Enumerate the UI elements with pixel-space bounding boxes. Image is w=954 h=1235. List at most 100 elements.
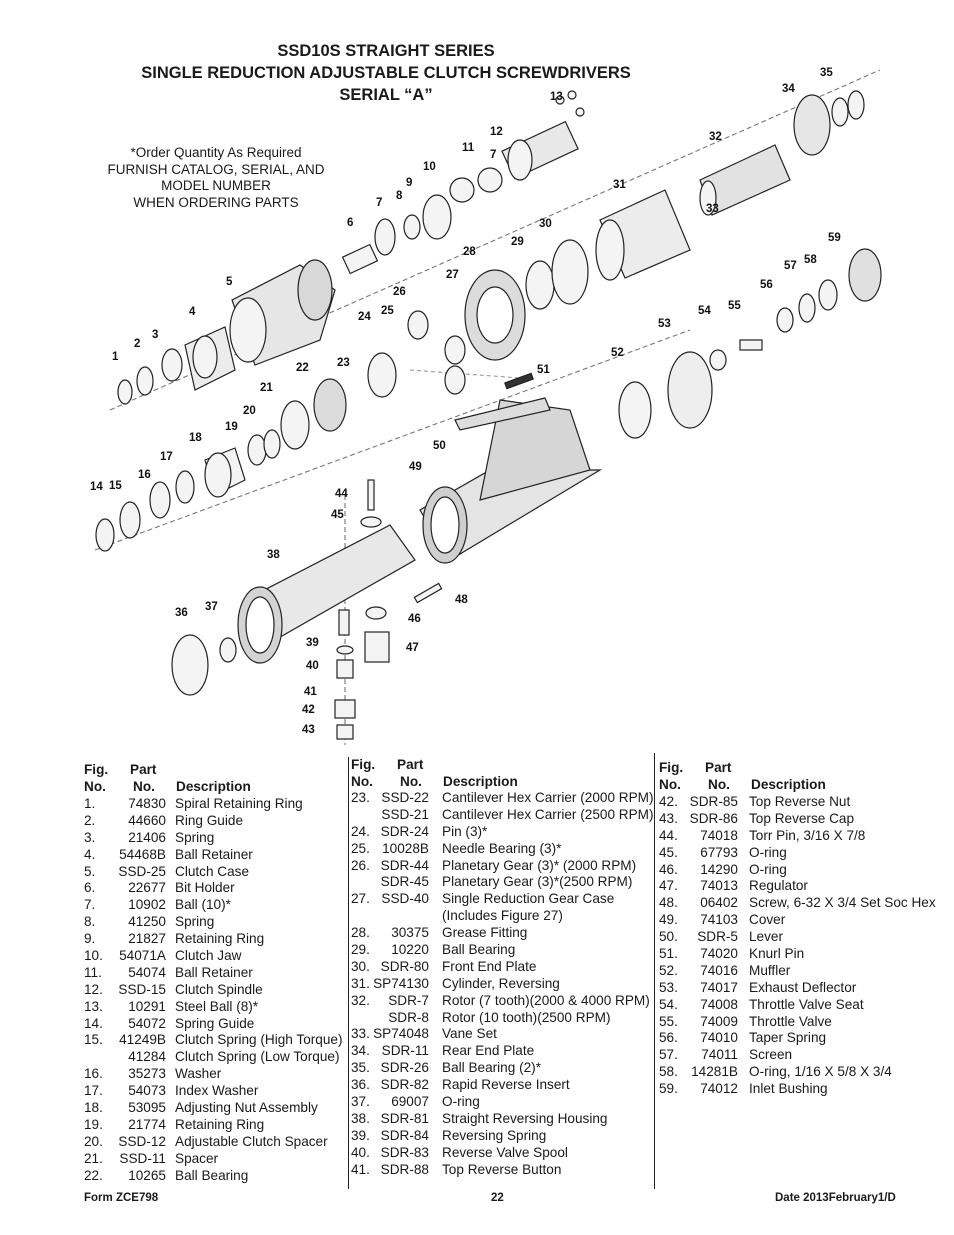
part-description: Vane Set	[442, 1026, 497, 1042]
part-description: Taper Spring	[749, 1030, 827, 1046]
callout: 50	[433, 440, 446, 452]
callout: 41	[304, 686, 317, 698]
header-part: Part	[130, 762, 157, 777]
part-number: 10291	[128, 998, 166, 1014]
part-description: Rear End Plate	[442, 1043, 535, 1059]
part-description: Inlet Bushing	[749, 1081, 828, 1097]
part-number: 54074	[128, 964, 166, 980]
fig-number: 43.	[659, 810, 678, 826]
fig-number: 28.	[351, 925, 370, 941]
note-line-4: WHEN ORDERING PARTS	[133, 194, 299, 210]
callout: 18	[189, 432, 202, 444]
part-number: SSD-21	[381, 806, 429, 822]
column-header: Fig. No. Part No. Description	[84, 762, 344, 796]
part-description: Steel Ball (8)*	[175, 998, 259, 1014]
part-number: 67793	[700, 844, 738, 860]
part-number: 74013	[700, 878, 738, 894]
note-line-2: FURNISH CATALOG, SERIAL, AND	[107, 161, 325, 177]
fig-number: 51.	[659, 946, 678, 962]
part-description: Throttle Valve	[749, 1013, 832, 1029]
table-row: (Includes Figure 27)	[351, 908, 651, 925]
callout: 23	[337, 357, 350, 369]
callout: 17	[160, 451, 173, 463]
part-description: Ball (10)*	[175, 897, 231, 913]
fig-number: 26.	[351, 857, 370, 873]
header-fig: Fig.	[351, 757, 376, 772]
fig-number: 9.	[84, 931, 96, 947]
part-description: Spring	[175, 829, 215, 845]
fig-number: 58.	[659, 1064, 678, 1080]
part-number: SSD-11	[119, 1150, 166, 1166]
part-number: 54071A	[119, 948, 166, 964]
part-number: SDR-7	[388, 992, 429, 1008]
part-number: 74010	[700, 1030, 738, 1046]
callout: 2	[134, 338, 140, 350]
part-description: Lever	[749, 929, 784, 945]
callout: 1	[112, 351, 119, 363]
header-description: Description	[443, 774, 518, 789]
header-no: No.	[84, 779, 106, 794]
fig-number: 35.	[351, 1060, 370, 1076]
fig-number: 41.	[351, 1161, 370, 1177]
title-line-2: SINGLE REDUCTION ADJUSTABLE CLUTCH SCREW…	[141, 64, 631, 82]
part-description: O-ring, 1/16 X 5/8 X 3/4	[749, 1064, 892, 1080]
note-line-3: MODEL NUMBER	[161, 178, 271, 193]
part-number: 14281B	[691, 1064, 738, 1080]
part-description: Index Washer	[175, 1083, 259, 1099]
part-description: Adjusting Nut Assembly	[175, 1100, 318, 1116]
part-number: 06402	[700, 895, 738, 911]
part-description: Spiral Retaining Ring	[175, 796, 303, 811]
note-line-1: *Order Quantity As Required	[130, 145, 302, 160]
fig-number: 18.	[84, 1100, 103, 1116]
part-number: SDR-85	[689, 794, 738, 809]
callout: 31	[613, 179, 626, 191]
callout: 12	[490, 126, 503, 138]
part-description: Cylinder, Reversing	[442, 975, 560, 991]
part-number: SDR-44	[380, 857, 429, 873]
part-number: 10220	[391, 942, 429, 958]
column-divider	[348, 757, 349, 1189]
part-number: SDR-24	[380, 823, 429, 839]
title-line-3: SERIAL “A”	[339, 86, 433, 104]
part-number: 41284	[128, 1049, 166, 1065]
part-number: 44660	[128, 812, 166, 828]
part-description: Planetary Gear (3)*(2500 RPM)	[442, 874, 633, 890]
part-description: Pin (3)*	[442, 823, 488, 839]
part-description: Ball Bearing	[442, 942, 516, 958]
part-number: 74018	[700, 827, 738, 843]
part-description: Ball Retainer	[175, 846, 253, 862]
part-description: Spring	[175, 914, 215, 930]
fig-number: 20.	[84, 1133, 103, 1149]
callout: 35	[820, 67, 833, 79]
callout: 54	[698, 305, 711, 317]
callout: 32	[709, 131, 722, 143]
part-description: Top Reverse Button	[442, 1161, 562, 1177]
callout: 15	[109, 480, 122, 492]
part-description: Planetary Gear (3)* (2000 RPM)	[442, 857, 637, 873]
part-number: SSD-22	[381, 790, 429, 805]
part-number: 54468B	[119, 846, 166, 862]
callout: 34	[782, 83, 795, 95]
header-part: Part	[705, 760, 732, 775]
fig-number: 4.	[84, 846, 96, 862]
title-line-1: SSD10S STRAIGHT SERIES	[277, 42, 495, 60]
part-number: SDR-45	[380, 874, 429, 890]
callout: 7	[376, 197, 382, 209]
fig-number: 54.	[659, 996, 678, 1012]
